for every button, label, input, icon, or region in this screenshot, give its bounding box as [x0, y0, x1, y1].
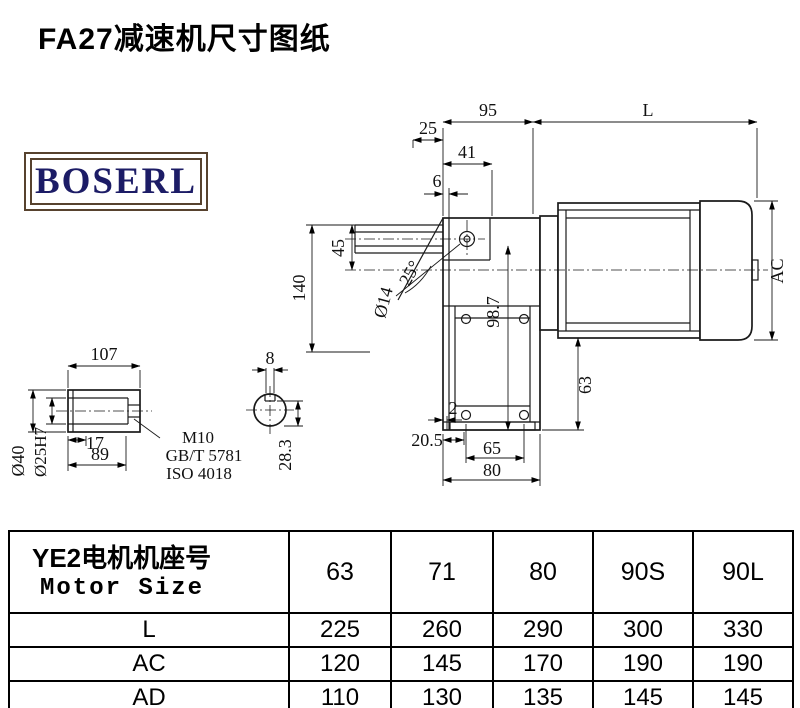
dim-140-label: 140: [289, 275, 309, 302]
dim-41-label: 41: [458, 142, 476, 162]
size-col-90l: 90L: [692, 530, 794, 614]
cell-L-3: 300: [592, 612, 694, 648]
table-row-AD: AD 110 130 135 145 145: [8, 680, 794, 708]
motor-outline: [539, 200, 759, 341]
dim-98-7-label: 98.7: [483, 296, 503, 328]
cell-AC-2: 170: [492, 646, 594, 682]
thread-m10-label: M10: [182, 428, 214, 447]
cell-AD-1: 130: [390, 680, 494, 708]
angle-25-label: 25°: [395, 257, 425, 289]
cell-AD-3: 145: [592, 680, 694, 708]
table-row-AC: AC 120 145 170 190 190: [8, 646, 794, 682]
standard-gbt-label: GB/T 5781: [166, 446, 243, 465]
table-header-motor-size: YE2电机机座号 Motor Size: [8, 530, 290, 614]
dia-25h7-label: Ø25H7: [31, 426, 50, 477]
row-L-label: L: [8, 612, 290, 648]
size-col-90s: 90S: [592, 530, 694, 614]
table-row-L: L 225 260 290 300 330: [8, 612, 794, 648]
dim-17-label: 17: [86, 433, 104, 453]
dim-45-label: 45: [328, 239, 348, 257]
dim-63-label: 63: [575, 376, 595, 394]
cell-AC-0: 120: [288, 646, 392, 682]
dim-80-label: 80: [483, 460, 501, 480]
cell-L-4: 330: [692, 612, 794, 648]
page-title: FA27减速机尺寸图纸: [38, 23, 331, 56]
cell-L-2: 290: [492, 612, 594, 648]
dim-28-3-label: 28.3: [275, 439, 295, 471]
dia-40-label: Ø40: [8, 446, 28, 477]
cell-AC-3: 190: [592, 646, 694, 682]
reducer-dimension-drawing: 95 25 L 41 6 45 140 Ø14 25° 98.7 AC 63 2…: [8, 100, 787, 486]
header-line-cn: YE2电机机座号: [32, 542, 212, 573]
cell-AC-4: 190: [692, 646, 794, 682]
gearbox-outline: [354, 217, 541, 431]
cell-AD-2: 135: [492, 680, 594, 708]
cell-AD-0: 110: [288, 680, 392, 708]
table-header-row: YE2电机机座号 Motor Size 63 71 80 90S 90L: [8, 530, 794, 614]
dimension-lines: [30, 119, 775, 483]
dim-107-label: 107: [91, 344, 118, 364]
dim-20-5-label: 20.5: [411, 430, 443, 450]
cell-L-1: 260: [390, 612, 494, 648]
dimension-labels: 95 25 L 41 6 45 140 Ø14 25° 98.7 AC 63 2…: [8, 100, 787, 483]
dim-8-label: 8: [266, 348, 275, 368]
boserl-logo-text: BOSERL: [34, 161, 198, 202]
dim-95-label: 95: [479, 100, 497, 120]
dim-L-label: L: [643, 100, 654, 120]
row-AC-label: AC: [8, 646, 290, 682]
dia-14-label: Ø14: [370, 285, 397, 320]
header-line-en: Motor Size: [40, 575, 205, 603]
motor-size-table: YE2电机机座号 Motor Size 63 71 80 90S 90L L 2…: [8, 530, 794, 708]
cell-AD-4: 145: [692, 680, 794, 708]
cell-L-0: 225: [288, 612, 392, 648]
size-col-80: 80: [492, 530, 594, 614]
boserl-logo-frame: BOSERL: [30, 158, 202, 205]
boserl-logo: BOSERL: [24, 152, 208, 211]
cell-AC-1: 145: [390, 646, 494, 682]
size-col-71: 71: [390, 530, 494, 614]
row-AD-label: AD: [8, 680, 290, 708]
dim-89-label: 89: [91, 444, 109, 464]
dim-6-label: 6: [433, 171, 442, 191]
dim-AC-label: AC: [767, 258, 787, 283]
centerlines: [56, 220, 768, 434]
dim-25-label: 25: [419, 118, 437, 138]
shaft-side-view: [67, 389, 161, 439]
dim-65-label: 65: [483, 438, 501, 458]
size-col-63: 63: [288, 530, 392, 614]
dim-2-label: 2: [449, 398, 458, 418]
standard-iso-label: ISO 4018: [166, 464, 232, 483]
